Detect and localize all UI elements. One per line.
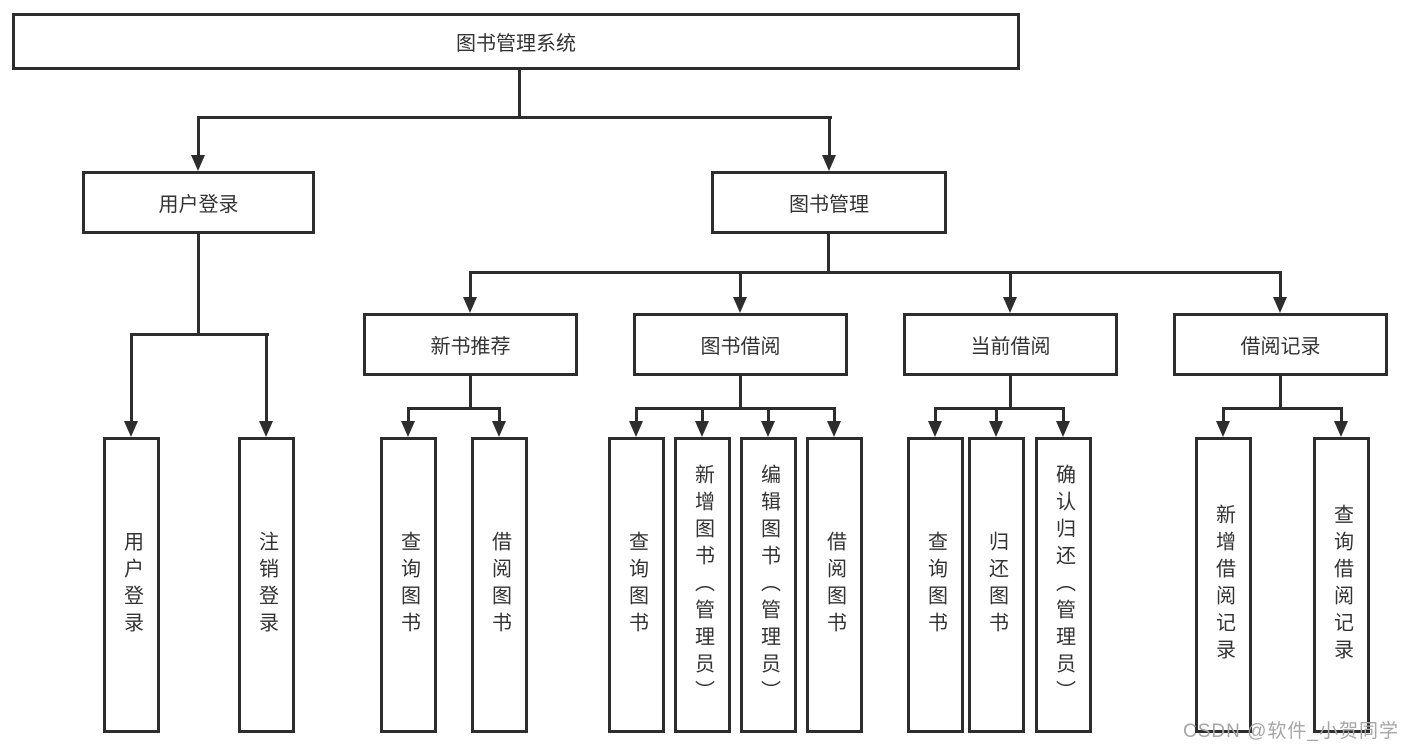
connector-line [130, 333, 133, 423]
node-book-management: 图书管理 [711, 171, 947, 234]
arrow-down-icon [827, 421, 841, 437]
leaf-borrow-books: 借阅图书 [806, 437, 863, 733]
connector-line [518, 70, 521, 119]
connector-line [934, 407, 937, 423]
connector-line [469, 271, 472, 299]
connector-line [197, 234, 200, 336]
arrow-down-icon [492, 421, 506, 437]
connector-line [635, 407, 836, 410]
node-borrow-records: 借阅记录 [1173, 313, 1388, 376]
connector-line [635, 407, 638, 423]
arrow-down-icon [928, 421, 942, 437]
leaf-query-books-current: 查询图书 [907, 437, 964, 733]
arrow-down-icon [1216, 421, 1230, 437]
node-new-book-recommend: 新书推荐 [363, 313, 578, 376]
arrow-down-icon [259, 421, 273, 437]
connector-line [739, 271, 742, 299]
node-user-login: 用户登录 [82, 171, 315, 234]
arrow-down-icon [822, 155, 836, 171]
connector-line [130, 333, 269, 336]
connector-line [197, 116, 832, 119]
leaf-query-books-borrow: 查询图书 [608, 437, 665, 733]
leaf-query-books-new: 查询图书 [380, 437, 437, 733]
arrow-down-icon [989, 421, 1003, 437]
arrow-down-icon [695, 421, 709, 437]
leaf-add-borrow-record: 新增借阅记录 [1195, 437, 1252, 733]
connector-line [767, 407, 770, 423]
connector-line [498, 407, 501, 423]
leaf-confirm-return-admin: 确认归还（管理员） [1035, 437, 1092, 733]
node-system-root: 图书管理系统 [12, 13, 1020, 70]
arrow-down-icon [463, 297, 477, 313]
leaf-borrow-books-new: 借阅图书 [471, 437, 528, 733]
connector-line [828, 116, 831, 157]
connector-line [1340, 407, 1343, 423]
connector-line [469, 271, 1282, 274]
arrow-down-icon [401, 421, 415, 437]
leaf-query-borrow-record: 查询借阅记录 [1313, 437, 1370, 733]
node-book-borrow: 图书借阅 [633, 313, 848, 376]
connector-line [827, 234, 830, 274]
connector-line [1009, 271, 1012, 299]
arrow-down-icon [761, 421, 775, 437]
connector-line [701, 407, 704, 423]
connector-line [1222, 407, 1343, 410]
leaf-return-books: 归还图书 [968, 437, 1025, 733]
arrow-down-icon [733, 297, 747, 313]
arrow-down-icon [1056, 421, 1070, 437]
connector-line [469, 376, 472, 410]
connector-line [934, 407, 1065, 410]
csdn-watermark: CSDN @软件_小贺同学 [1183, 721, 1399, 742]
connector-line [1279, 271, 1282, 299]
arrow-down-icon [1003, 297, 1017, 313]
node-current-borrow: 当前借阅 [903, 313, 1118, 376]
connector-line [995, 407, 998, 423]
connector-line [1222, 407, 1225, 423]
leaf-add-books-admin: 新增图书（管理员） [674, 437, 731, 733]
connector-line [1009, 376, 1012, 410]
arrow-down-icon [1334, 421, 1348, 437]
connector-line [1279, 376, 1282, 410]
connector-line [197, 116, 200, 157]
connector-line [407, 407, 501, 410]
leaf-logout: 注销登录 [238, 437, 295, 733]
connector-line [265, 333, 268, 423]
arrow-down-icon [629, 421, 643, 437]
leaf-edit-books-admin: 编辑图书（管理员） [740, 437, 797, 733]
connector-line [407, 407, 410, 423]
arrow-down-icon [191, 155, 205, 171]
connector-line [1062, 407, 1065, 423]
leaf-user-login: 用户登录 [103, 437, 160, 733]
arrow-down-icon [124, 421, 138, 437]
arrow-down-icon [1273, 297, 1287, 313]
connector-line [833, 407, 836, 423]
connector-line [739, 376, 742, 410]
